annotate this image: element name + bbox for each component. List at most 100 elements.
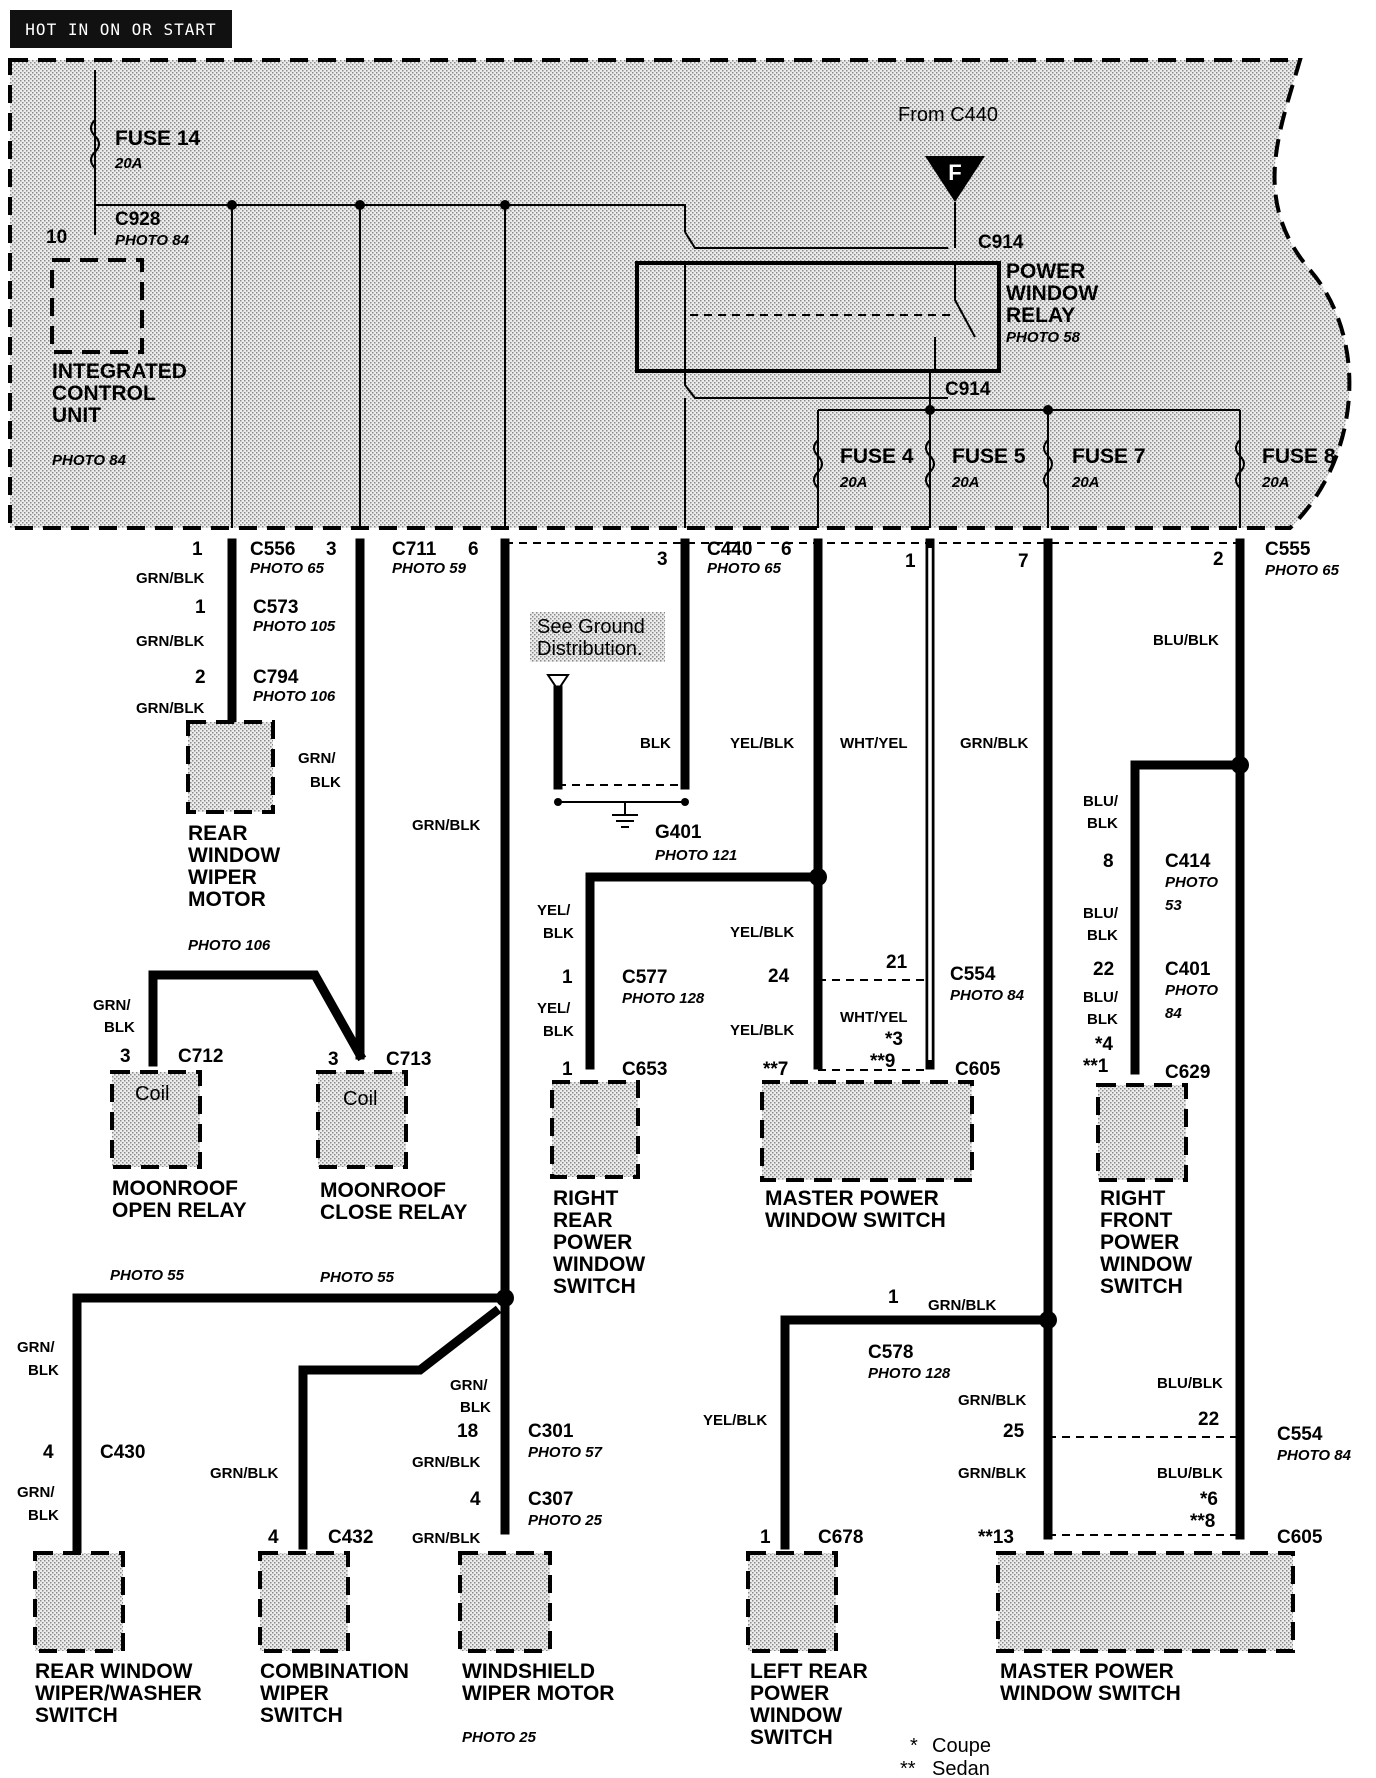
c605a-pin-left: **7 [763, 1059, 788, 1080]
wire-lbl-c301-b: BLK [460, 1399, 491, 1416]
fuse-7-symbol [1043, 439, 1053, 489]
c555-photo: PHOTO 65 [1265, 562, 1340, 579]
c307-name: C307 [528, 1489, 573, 1510]
c712-pin: 3 [120, 1046, 131, 1067]
master-switch-2: WINDOW SWITCH [765, 1209, 946, 1232]
wire-lbl-c573: GRN/BLK [136, 633, 204, 650]
wire-lbl-c430-top-a: GRN/ [17, 1339, 55, 1356]
rf-switch-4: WINDOW [1100, 1253, 1192, 1276]
c578-name: C578 [868, 1342, 913, 1363]
photo-55-left: PHOTO 55 [110, 1267, 185, 1284]
c605b-name: C605 [1277, 1527, 1323, 1548]
c401-pin: 22 [1093, 959, 1114, 980]
wire-lbl-c301-a: GRN/ [450, 1377, 488, 1394]
icu-label-2: CONTROL [52, 382, 156, 405]
c794-pin: 2 [195, 667, 206, 688]
rr-switch-3: POWER [553, 1231, 632, 1254]
c440-pin6: 6 [781, 539, 792, 560]
c440-pin7: 7 [1018, 551, 1029, 572]
c440-pin: 3 [657, 549, 668, 570]
moonroof-open-2: OPEN RELAY [112, 1199, 247, 1222]
wire-lbl-c554b-bot-right: BLU/BLK [1157, 1465, 1223, 1482]
c713-name: C713 [386, 1049, 431, 1070]
wire-lbl-c554b-bot-left: GRN/BLK [958, 1465, 1026, 1482]
rear-wiper-motor-2: WINDOW [188, 844, 280, 867]
wire-lbl-c401-b: BLK [1087, 1011, 1118, 1028]
c301-pin: 18 [457, 1421, 478, 1442]
c928-name: C928 [115, 209, 160, 230]
rr-switch-1: RIGHT [553, 1187, 619, 1210]
rf-switch-1: RIGHT [1100, 1187, 1166, 1210]
c307-pin: 4 [470, 1489, 481, 1510]
wire-lbl-c555: BLU/BLK [1153, 632, 1219, 649]
wire-lbl-c440-pin6: YEL/BLK [730, 735, 794, 752]
photo-55-right: PHOTO 55 [320, 1269, 395, 1286]
wire-lbl-c554a-yel: YEL/BLK [730, 1022, 794, 1039]
master-power-window-switch [760, 1080, 974, 1182]
combo-switch-3: SWITCH [260, 1704, 343, 1727]
c554b-name: C554 [1277, 1424, 1323, 1445]
wire-lbl-c578-left: YEL/BLK [703, 1412, 767, 1429]
c578-photo: PHOTO 128 [868, 1365, 951, 1382]
wire-c578 [780, 1315, 1053, 1550]
c577-photo: PHOTO 128 [622, 990, 705, 1007]
fuse-14-symbol [90, 119, 100, 169]
c301-photo: PHOTO 57 [528, 1444, 603, 1461]
wire-lbl-c554b-top-left: GRN/BLK [958, 1392, 1026, 1409]
wire-lbl-c432: GRN/BLK [210, 1465, 278, 1482]
ws-motor-1: WINDSHIELD [462, 1660, 595, 1683]
c556-pin: 1 [192, 539, 203, 560]
wire-lbl-c430-bot-b: BLK [28, 1507, 59, 1524]
c573-name: C573 [253, 597, 298, 618]
wire-lbl-c440-pin1: WHT/YEL [840, 735, 908, 752]
c928-pin: 10 [46, 227, 67, 248]
wire-lbl-c556: GRN/BLK [136, 570, 204, 587]
c711-photo: PHOTO 59 [392, 560, 467, 577]
c653-name: C653 [622, 1059, 667, 1080]
wire-combo [298, 1305, 502, 1550]
c401-photo-1: PHOTO [1165, 982, 1218, 999]
fuse-14-rating: 20A [114, 155, 143, 172]
c301-name: C301 [528, 1421, 574, 1442]
wire-lbl-c711-pin6: GRN/BLK [412, 817, 480, 834]
master-switch-1: MASTER POWER [765, 1187, 939, 1210]
c712-name: C712 [178, 1046, 223, 1067]
wire-rr-yel-blk [585, 872, 823, 1070]
c401-photo-2: 84 [1165, 1005, 1182, 1022]
c711-pin: 3 [326, 539, 337, 560]
c556-photo: PHOTO 65 [250, 560, 325, 577]
fuse-5-symbol [925, 439, 935, 489]
c928-photo: PHOTO 84 [115, 232, 190, 249]
c554a-pin-left: 24 [768, 966, 790, 987]
fuse-4-rating: 20A [839, 474, 868, 491]
fuse-5-label: FUSE 5 [952, 445, 1026, 468]
rr-switch-5: SWITCH [553, 1275, 636, 1298]
wire-lbl-rf-b: BLK [1087, 815, 1118, 832]
c554b-photo: PHOTO 84 [1277, 1447, 1352, 1464]
fuse-8-label: FUSE 8 [1262, 445, 1336, 468]
relay-label-3: RELAY [1006, 304, 1075, 327]
source-label: From C440 [898, 104, 998, 126]
c578-pin: 1 [888, 1287, 899, 1308]
wire-lbl-master-yel-blk: YEL/BLK [730, 924, 794, 941]
wire-lbl-c577-a: YEL/ [537, 1000, 571, 1017]
fuse-5-rating: 20A [951, 474, 980, 491]
rear-window-wiper-washer-switch [33, 1551, 125, 1653]
legend-text-coupe: Coupe [932, 1735, 991, 1757]
c577-pin: 1 [562, 967, 573, 988]
c577-name: C577 [622, 967, 667, 988]
relay-feed [684, 231, 948, 249]
moonroof-close-relay [316, 1070, 408, 1169]
icu-label-1: INTEGRATED [52, 360, 187, 383]
c711-pin6: 6 [468, 539, 479, 560]
c430-pin: 4 [43, 1442, 54, 1463]
lr-switch-2: POWER [750, 1682, 829, 1705]
lr-switch-3: WINDOW [750, 1704, 842, 1727]
fuse-4-symbol [813, 439, 823, 489]
c713-pin: 3 [328, 1049, 339, 1070]
wire-lbl-c414-a: BLU/ [1083, 905, 1119, 922]
fuse-4-label: FUSE 4 [840, 445, 914, 468]
c794-name: C794 [253, 667, 299, 688]
ground-ref-label: F [948, 160, 961, 185]
c440-photo: PHOTO 65 [707, 560, 782, 577]
